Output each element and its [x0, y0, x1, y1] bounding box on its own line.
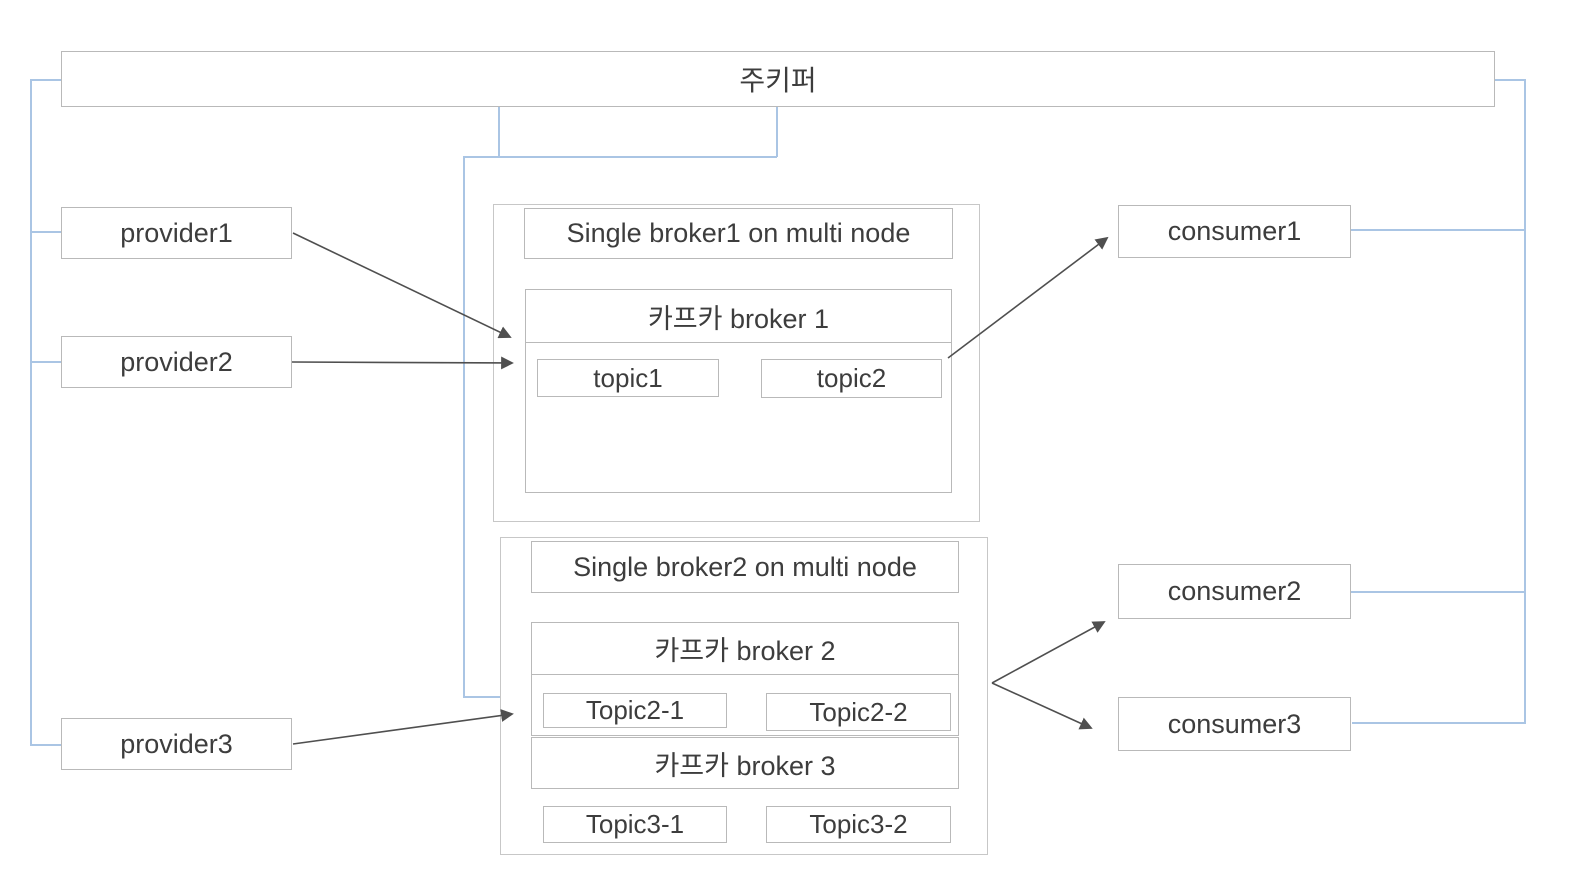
topic2-2-box: Topic2-2 [766, 693, 951, 731]
left-connector-trunk [30, 79, 61, 746]
consumer3-box: consumer3 [1118, 697, 1351, 751]
kafka-broker2-label: 카프카 broker 2 [532, 623, 958, 675]
topic2-1-box: Topic2-1 [543, 693, 727, 728]
topic3-1-box: Topic3-1 [543, 806, 727, 843]
cluster2-title-box: Single broker2 on multi node [531, 541, 959, 593]
kafka-broker1-label: 카프카 broker 1 [526, 290, 951, 343]
consumer1-box: consumer1 [1118, 205, 1351, 258]
topic1-box: topic1 [537, 359, 719, 397]
topic2-box: topic2 [761, 359, 942, 398]
arrow-broker2-to-consumer3 [991, 682, 1093, 730]
provider3-box: provider3 [61, 718, 292, 770]
arrow-broker2-to-consumer2 [991, 621, 1106, 684]
arrow-provider3-to-broker2 [292, 709, 514, 745]
topic3-2-box: Topic3-2 [766, 806, 951, 843]
right-connector-trunk [1352, 79, 1526, 724]
provider2-box: provider2 [61, 336, 292, 388]
kafka-broker3-box: 카프카 broker 3 [531, 737, 959, 789]
zookeeper-box: 주키퍼 [61, 51, 1495, 107]
arrow-provider1-to-broker1 [292, 232, 512, 339]
cluster1-title-box: Single broker1 on multi node [524, 208, 953, 259]
consumer2-box: consumer2 [1118, 564, 1351, 619]
provider1-box: provider1 [61, 207, 292, 259]
arrow-provider2-to-broker1 [291, 356, 514, 370]
